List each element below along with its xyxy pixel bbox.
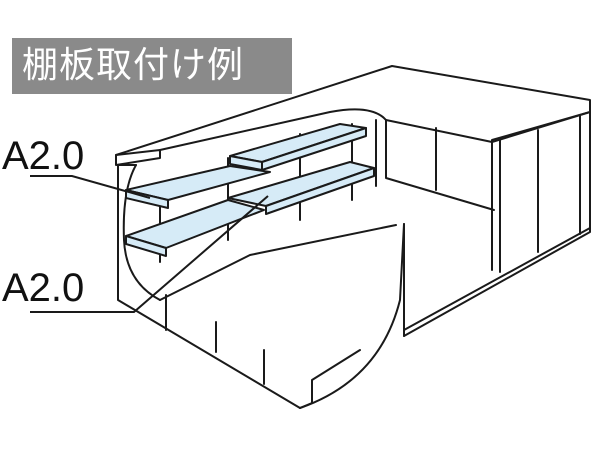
back-wall-top bbox=[385, 119, 493, 143]
callout-label-upper: A2.0 bbox=[2, 134, 85, 178]
leader-upper bbox=[30, 175, 151, 199]
front-cutaway-curve bbox=[299, 223, 405, 409]
shelf-lower-right-edge bbox=[265, 167, 375, 215]
left-wall-inner-curve bbox=[122, 164, 161, 301]
cutaway-back-curve bbox=[159, 108, 387, 151]
title-text: 棚板取付け例 bbox=[22, 45, 245, 86]
left-wall-outer bbox=[117, 164, 301, 409]
roof-rim-front bbox=[115, 149, 161, 166]
leader-lower bbox=[30, 195, 269, 313]
title-banner: 棚板取付け例 bbox=[12, 38, 292, 94]
right-wall bbox=[403, 111, 591, 337]
shelf-lower-left-edge bbox=[125, 235, 167, 257]
callout-label-lower: A2.0 bbox=[2, 266, 85, 310]
back-wall bbox=[385, 119, 495, 211]
floor-edge bbox=[159, 224, 397, 301]
door-rail bbox=[403, 227, 591, 331]
shelf-lower-left bbox=[125, 199, 265, 249]
